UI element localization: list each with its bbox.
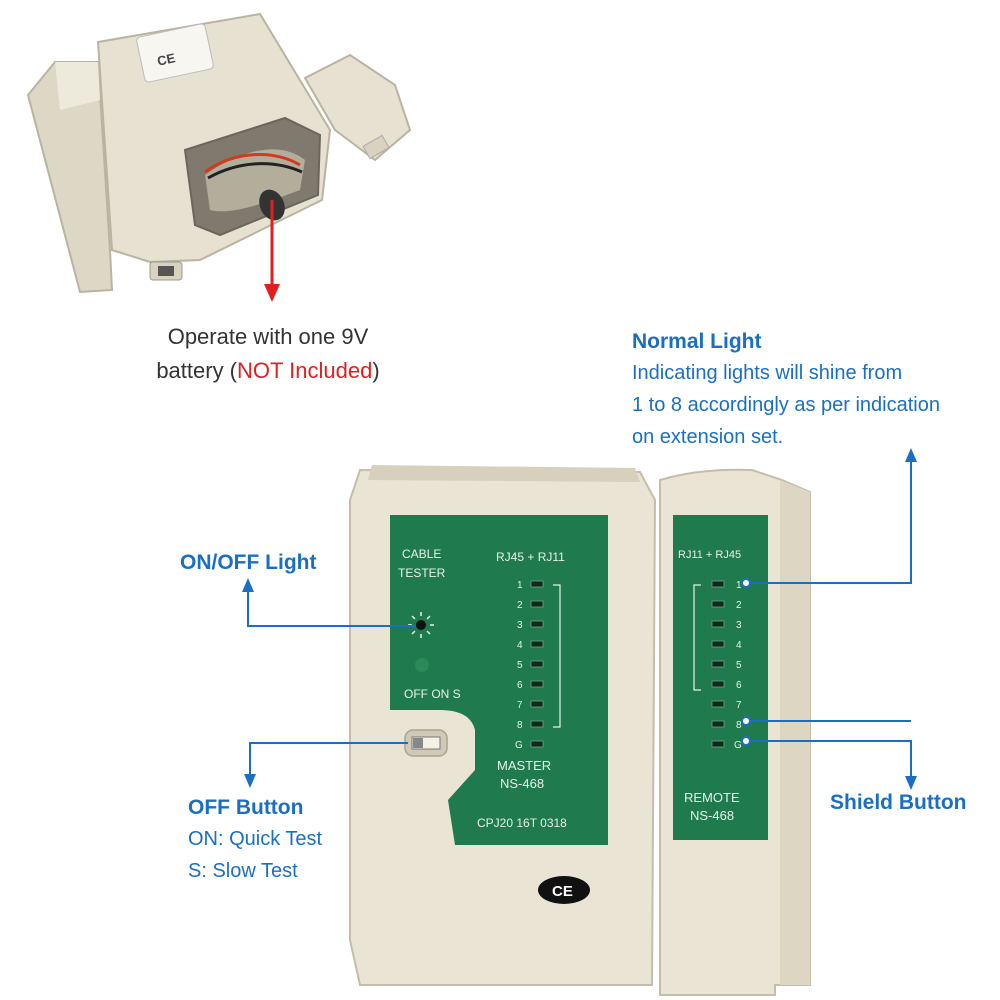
master-led-label: 7 — [517, 700, 523, 711]
master-led — [530, 740, 544, 748]
master-led — [530, 620, 544, 628]
master-led-label: 3 — [517, 620, 523, 631]
master-led — [530, 660, 544, 668]
label-tester: TESTER — [398, 566, 446, 580]
remote-led-label: 4 — [736, 640, 742, 651]
ce-badge-text: CE — [552, 883, 573, 900]
remote-led-label: 1 — [736, 580, 742, 591]
remote-led — [711, 660, 725, 668]
remote-model-line2: NS-468 — [690, 808, 734, 823]
remote-led — [711, 640, 725, 648]
remote-led — [711, 720, 725, 728]
remote-led — [711, 580, 725, 588]
normal-light-callout: Normal Light Indicating lights will shin… — [632, 327, 997, 453]
off-button-title: OFF Button — [188, 796, 304, 819]
master-led-label: 6 — [517, 680, 523, 691]
normal-light-line2: 1 to 8 accordingly as per indication — [632, 394, 940, 416]
battery-ce-mark: CE — [156, 50, 177, 68]
master-led-label: G — [515, 740, 523, 751]
master-led — [530, 640, 544, 648]
master-led — [530, 600, 544, 608]
master-led-label: 1 — [517, 580, 523, 591]
switch-knob[interactable] — [413, 738, 423, 748]
shield-button-title: Shield Button — [830, 791, 967, 814]
not-included-text: NOT Included — [237, 358, 373, 383]
label-cable: CABLE — [402, 547, 441, 561]
master-model-line2: NS-468 — [500, 776, 544, 791]
remote-led-label: 7 — [736, 700, 742, 711]
remote-model-line1: REMOTE — [684, 790, 740, 805]
switch-label: OFF ON S — [404, 687, 461, 701]
off-button-callout: OFF Button ON: Quick Test S: Slow Test — [188, 793, 408, 887]
master-header: RJ45 + RJ11 — [496, 550, 565, 564]
battery-caption-prefix: battery ( — [156, 358, 238, 383]
battery-caption-line1: Operate with one 9V — [167, 324, 369, 349]
remote-led-label: 2 — [736, 600, 742, 611]
remote-led — [711, 620, 725, 628]
battery-caption: Operate with one 9V battery (NOT Include… — [118, 320, 418, 388]
battery-caption-suffix: ) — [372, 358, 380, 383]
onoff-light-title: ON/OFF Light — [180, 551, 317, 574]
remote-led-label: G — [734, 740, 742, 751]
master-model-line1: MASTER — [497, 758, 551, 773]
remote-led — [711, 680, 725, 688]
master-serial: CPJ20 16T 0318 — [477, 816, 567, 830]
master-led — [530, 720, 544, 728]
ce-badge — [538, 876, 590, 904]
remote-led — [711, 740, 725, 748]
remote-led-label: 3 — [736, 620, 742, 631]
master-led-label: 4 — [517, 640, 523, 651]
normal-light-line1: Indicating lights will shine from — [632, 362, 903, 384]
master-led — [530, 680, 544, 688]
cable-tester-illustration: CABLE TESTER RJ45 + RJ11 OFF ON S 1 2 3 … — [242, 448, 917, 996]
remote-led-label: 8 — [736, 720, 742, 731]
normal-light-title: Normal Light — [632, 330, 762, 353]
remote-led-label: 6 — [736, 680, 742, 691]
off-button-line2: S: Slow Test — [188, 860, 298, 882]
master-led-label: 2 — [517, 600, 523, 611]
battery-caption-line2: battery (NOT Included) — [118, 354, 418, 388]
remote-led — [711, 600, 725, 608]
remote-led-label: 5 — [736, 660, 742, 671]
master-led — [530, 580, 544, 588]
off-button-line1: ON: Quick Test — [188, 828, 323, 850]
normal-light-line3: on extension set. — [632, 426, 784, 448]
master-led — [530, 700, 544, 708]
master-led-label: 5 — [517, 660, 523, 671]
battery-compartment-illustration: CE — [26, 12, 412, 302]
power-led-icon — [408, 612, 434, 638]
master-led-label: 8 — [517, 720, 523, 731]
remote-led — [711, 700, 725, 708]
remote-header: RJ11 + RJ45 — [678, 549, 741, 561]
